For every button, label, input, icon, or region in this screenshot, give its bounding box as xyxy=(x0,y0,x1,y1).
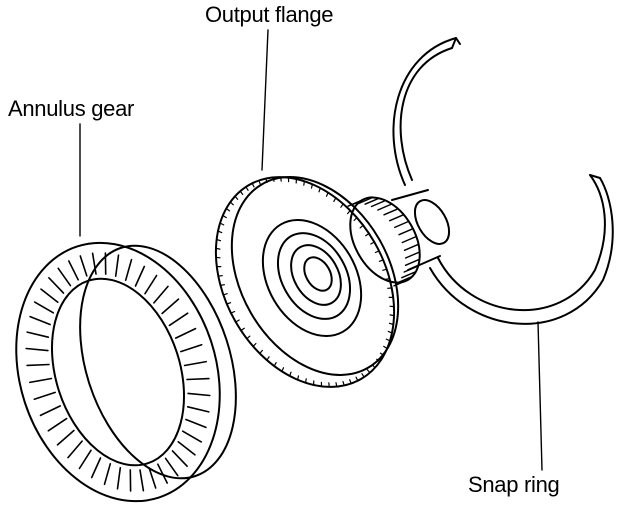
annulus-inner-opening xyxy=(29,262,206,483)
snap-ring-lower xyxy=(438,175,605,310)
snap-ring-lower-inner xyxy=(430,178,613,324)
flange-shaft-end xyxy=(408,194,456,250)
annulus-outer-rim xyxy=(0,216,252,522)
output-flange-label: Output flange xyxy=(205,2,333,28)
leader-output-flange xyxy=(262,30,268,170)
leader-lines xyxy=(80,30,542,470)
snap-ring-upper-inner xyxy=(401,48,452,180)
snap-ring-label: Snap ring xyxy=(468,472,559,498)
flange-ring-2 xyxy=(263,220,364,332)
leader-snap-ring xyxy=(538,322,542,470)
flange-ring-3 xyxy=(281,236,351,313)
flange-rim-ticks xyxy=(216,177,394,387)
snap-ring xyxy=(393,38,612,324)
annulus-gear-label: Annulus gear xyxy=(8,96,134,122)
snap-ring-upper xyxy=(393,38,456,185)
output-flange xyxy=(180,145,456,419)
annulus-gear xyxy=(0,216,264,522)
